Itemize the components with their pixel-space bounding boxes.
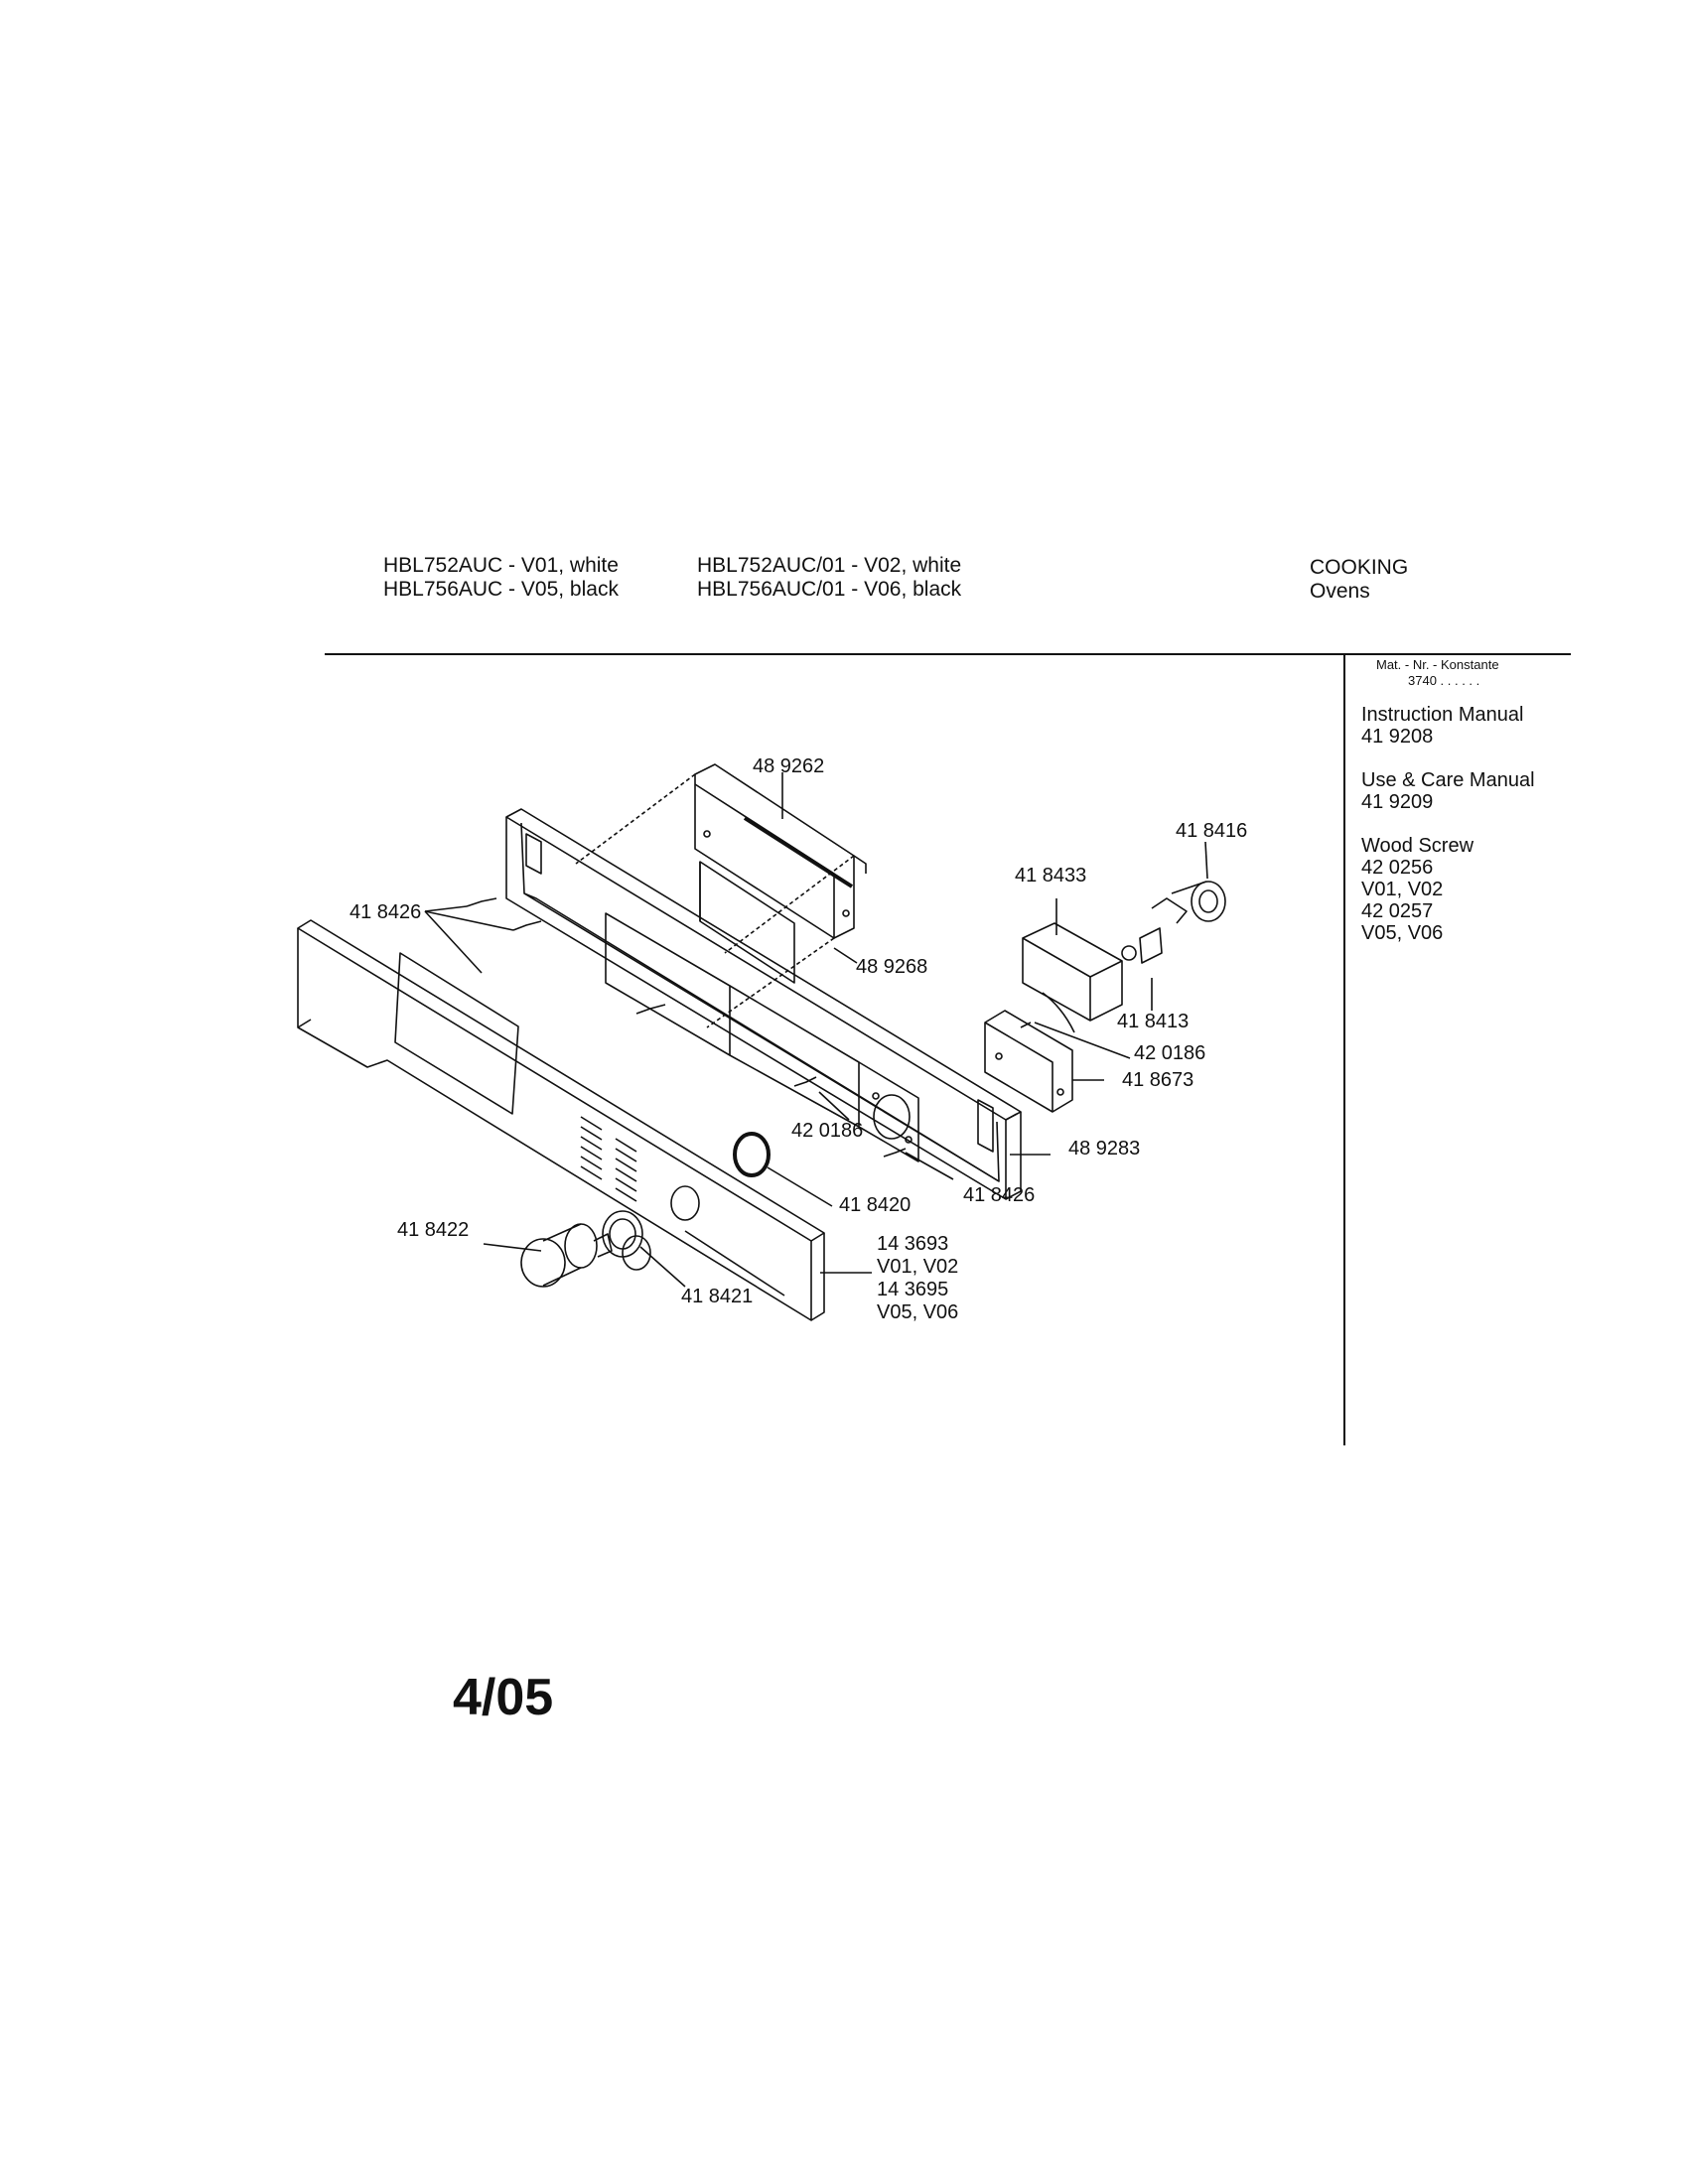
panel-line-1: 14 3693 <box>877 1233 948 1255</box>
display-module <box>699 861 795 984</box>
screw-5 <box>883 1148 907 1158</box>
wood-screw-title: Wood Screw <box>1361 835 1474 857</box>
front-control-panel <box>297 919 825 1321</box>
model-right-2: HBL756AUC/01 - V06, black <box>697 578 962 601</box>
panel-line-2: V01, V02 <box>877 1256 958 1278</box>
part-418420: 41 8420 <box>839 1194 911 1216</box>
mat-nr-label: Mat. - Nr. - Konstante <box>1376 657 1499 672</box>
model-right-1: HBL752AUC/01 - V02, white <box>697 554 962 577</box>
model-left-2: HBL756AUC - V05, black <box>383 578 619 601</box>
category-label: COOKING <box>1310 556 1409 579</box>
wood-screw-line-1: 42 0256 <box>1361 857 1434 879</box>
part-418416: 41 8416 <box>1176 820 1247 842</box>
screw-6 <box>1020 1022 1032 1028</box>
part-418673: 41 8673 <box>1122 1069 1193 1091</box>
header-rule <box>325 653 1571 655</box>
electronic-board <box>694 763 867 939</box>
use-care-manual-number: 41 9209 <box>1361 791 1434 813</box>
control-board <box>984 1010 1073 1113</box>
part-420186-left: 42 0186 <box>791 1120 863 1142</box>
wood-screw-line-2: V01, V02 <box>1361 879 1444 900</box>
knob-ring <box>602 1210 643 1258</box>
panel-line-3: 14 3695 <box>877 1279 948 1300</box>
wood-screw-line-4: V05, V06 <box>1361 922 1444 944</box>
screw-2 <box>512 920 542 931</box>
part-418422: 41 8422 <box>397 1219 469 1241</box>
date-code: 4/05 <box>453 1669 554 1726</box>
wood-screw-line-3: 42 0257 <box>1361 900 1434 922</box>
instruction-manual-number: 41 9208 <box>1361 726 1434 748</box>
part-418413: 41 8413 <box>1117 1011 1189 1032</box>
part-489268: 48 9268 <box>856 956 927 978</box>
subcategory-label: Ovens <box>1310 580 1370 603</box>
part-489283: 48 9283 <box>1068 1138 1140 1160</box>
use-care-manual-title: Use & Care Manual <box>1361 769 1535 791</box>
part-418421: 41 8421 <box>681 1286 753 1307</box>
seal-ring <box>733 1132 771 1177</box>
part-489262: 48 9262 <box>753 755 824 777</box>
sidebar-divider <box>1343 653 1345 1445</box>
part-418433: 41 8433 <box>1015 865 1086 887</box>
part-418426-top: 41 8426 <box>350 901 421 923</box>
rear-frame <box>505 808 1022 1200</box>
selector-switch <box>1121 881 1226 964</box>
part-420186-right: 42 0186 <box>1134 1042 1205 1064</box>
mat-nr-value: 3740 . . . . . . <box>1408 673 1480 688</box>
panel-line-4: V05, V06 <box>877 1301 958 1323</box>
screw-1 <box>466 897 497 907</box>
screw-4 <box>793 1076 817 1087</box>
instruction-manual-title: Instruction Manual <box>1361 704 1524 726</box>
mounting-bracket <box>1022 922 1123 1033</box>
control-knob <box>520 1223 613 1288</box>
model-left-1: HBL752AUC - V01, white <box>383 554 619 577</box>
part-418426-bottom: 41 8426 <box>963 1184 1035 1206</box>
screw-3 <box>635 1004 666 1015</box>
